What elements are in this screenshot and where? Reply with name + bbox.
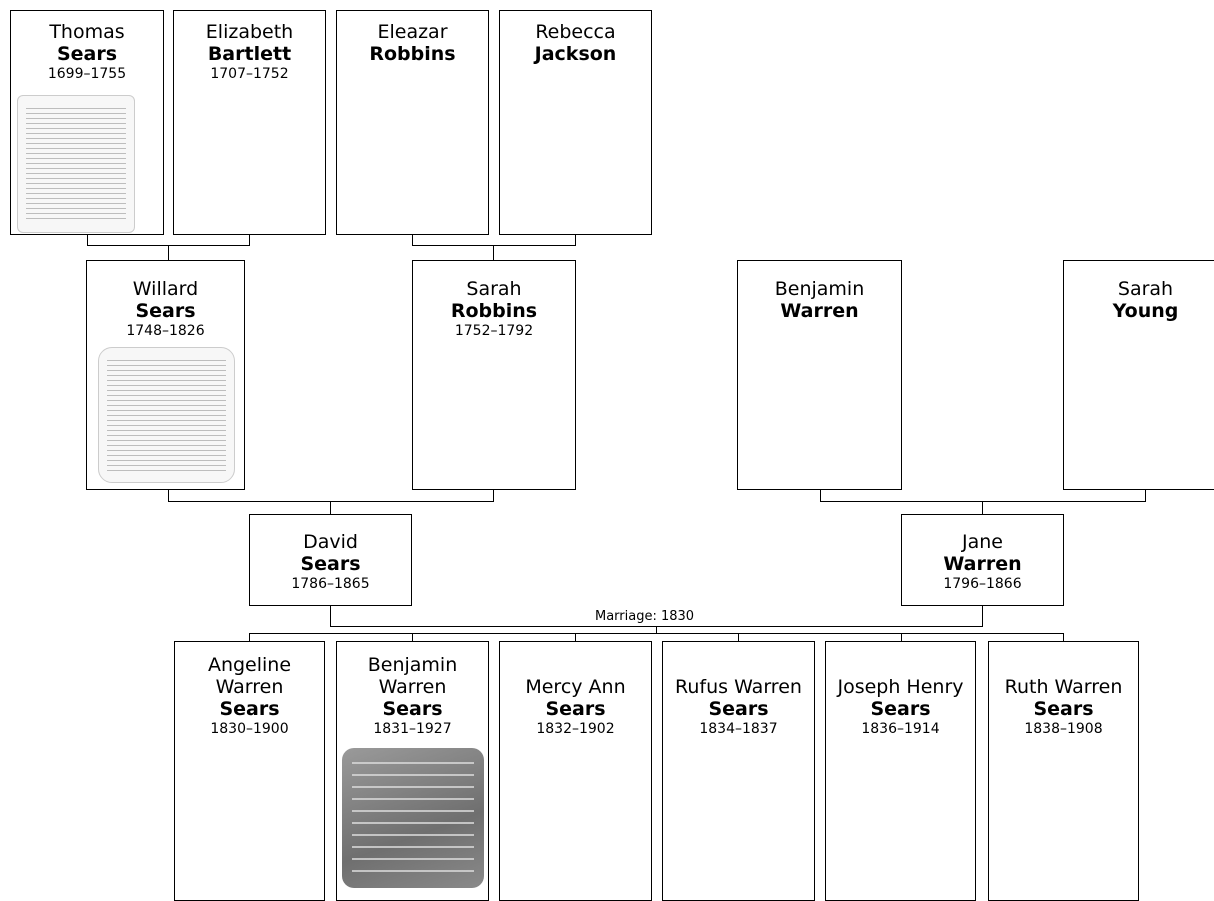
- given-name: Benjamin: [774, 278, 865, 300]
- connector-line: [412, 633, 413, 642]
- life-dates: 1834–1837: [699, 721, 778, 737]
- given-name: Mercy Ann: [525, 676, 626, 698]
- life-dates: 1699–1755: [47, 66, 127, 82]
- person-card-willard-sears[interactable]: Willard Sears 1748–1826: [86, 260, 245, 490]
- gravestone-photo[interactable]: [342, 748, 484, 888]
- surname: Sears: [56, 43, 118, 65]
- child-card[interactable]: Joseph Henry Sears 1836–1914: [825, 641, 976, 901]
- connector-line: [87, 234, 88, 245]
- surname: Robbins: [369, 43, 456, 65]
- connector-line: [1063, 633, 1064, 642]
- connector-line: [493, 489, 494, 501]
- surname: Young: [1112, 300, 1179, 322]
- life-dates: 1838–1908: [1024, 721, 1103, 737]
- surname: Sears: [870, 698, 931, 720]
- surname: Sears: [545, 698, 606, 720]
- given-name: Rufus Warren: [675, 676, 802, 698]
- person-card-elizabeth-bartlett[interactable]: Elizabeth Bartlett 1707–1752: [173, 10, 326, 235]
- given-name: Ruth Warren: [1004, 676, 1123, 698]
- life-dates: 1786–1865: [291, 576, 370, 592]
- given-name: Benjamin Warren: [367, 654, 458, 698]
- connector-line: [820, 489, 821, 501]
- life-dates: 1752–1792: [454, 323, 534, 339]
- connector-line: [493, 245, 494, 261]
- connector-line: [249, 234, 250, 245]
- given-name: David: [303, 531, 358, 553]
- person-card-sarah-young[interactable]: Sarah Young: [1063, 260, 1214, 490]
- given-name: Rebecca: [535, 21, 616, 43]
- given-name: Willard: [132, 278, 199, 300]
- child-card[interactable]: Benjamin Warren Sears 1831–1927: [336, 641, 489, 901]
- document-thumbnail[interactable]: [17, 95, 135, 233]
- given-name: Sarah: [466, 278, 522, 300]
- surname: Sears: [135, 300, 196, 322]
- child-card[interactable]: Mercy Ann Sears 1832–1902: [499, 641, 652, 901]
- life-dates: 1748–1826: [126, 323, 205, 339]
- connector-line: [982, 605, 983, 627]
- person-card-david-sears[interactable]: David Sears 1786–1865: [249, 514, 412, 606]
- connector-line: [168, 245, 169, 261]
- person-card-benjamin-warren[interactable]: Benjamin Warren: [737, 260, 902, 490]
- connector-line: [330, 605, 331, 627]
- given-name: Jane: [962, 531, 1003, 553]
- surname: Sears: [219, 698, 280, 720]
- life-dates: 1832–1902: [536, 721, 615, 737]
- given-name: Sarah: [1117, 278, 1174, 300]
- given-name: Joseph Henry: [837, 676, 964, 698]
- given-name: Eleazar: [377, 21, 448, 43]
- surname: Jackson: [534, 43, 617, 65]
- surname: Sears: [300, 553, 361, 575]
- connector-line: [575, 234, 576, 245]
- child-card[interactable]: Rufus Warren Sears 1834–1837: [662, 641, 815, 901]
- person-card-rebecca-jackson[interactable]: Rebecca Jackson: [499, 10, 652, 235]
- connector-line: [168, 489, 169, 501]
- surname: Bartlett: [207, 43, 292, 65]
- person-card-jane-warren[interactable]: Jane Warren 1796–1866: [901, 514, 1064, 606]
- life-dates: 1836–1914: [861, 721, 940, 737]
- connector-line: [901, 633, 902, 642]
- connector-line: [982, 501, 983, 515]
- marriage-label: Marriage: 1830: [594, 609, 696, 624]
- given-name: Elizabeth: [205, 21, 294, 43]
- document-thumbnail[interactable]: [98, 347, 235, 483]
- connector-line: [575, 633, 576, 642]
- life-dates: 1707–1752: [210, 66, 289, 82]
- connector-line: [412, 245, 576, 246]
- connector-line: [656, 626, 657, 633]
- connector-line: [738, 633, 739, 642]
- surname: Sears: [1033, 698, 1094, 720]
- given-name: Angeline Warren: [207, 654, 292, 698]
- surname: Warren: [943, 553, 1022, 575]
- surname: Sears: [382, 698, 443, 720]
- children-line: [249, 633, 1064, 634]
- connector-line: [820, 501, 1146, 502]
- person-card-thomas-sears[interactable]: Thomas Sears 1699–1755: [10, 10, 164, 235]
- life-dates: 1830–1900: [210, 721, 289, 737]
- connector-line: [412, 234, 413, 245]
- surname: Sears: [708, 698, 769, 720]
- surname: Warren: [780, 300, 859, 322]
- person-card-sarah-robbins[interactable]: Sarah Robbins 1752–1792: [412, 260, 576, 490]
- child-card[interactable]: Angeline Warren Sears 1830–1900: [174, 641, 325, 901]
- connector-line: [168, 501, 494, 502]
- connector-line: [249, 633, 250, 642]
- given-name: Thomas: [49, 21, 125, 43]
- surname: Robbins: [450, 300, 538, 322]
- connector-line: [330, 501, 331, 515]
- connector-line: [1145, 489, 1146, 501]
- child-card[interactable]: Ruth Warren Sears 1838–1908: [988, 641, 1139, 901]
- person-card-eleazar-robbins[interactable]: Eleazar Robbins: [336, 10, 489, 235]
- life-dates: 1796–1866: [943, 576, 1022, 592]
- life-dates: 1831–1927: [373, 721, 452, 737]
